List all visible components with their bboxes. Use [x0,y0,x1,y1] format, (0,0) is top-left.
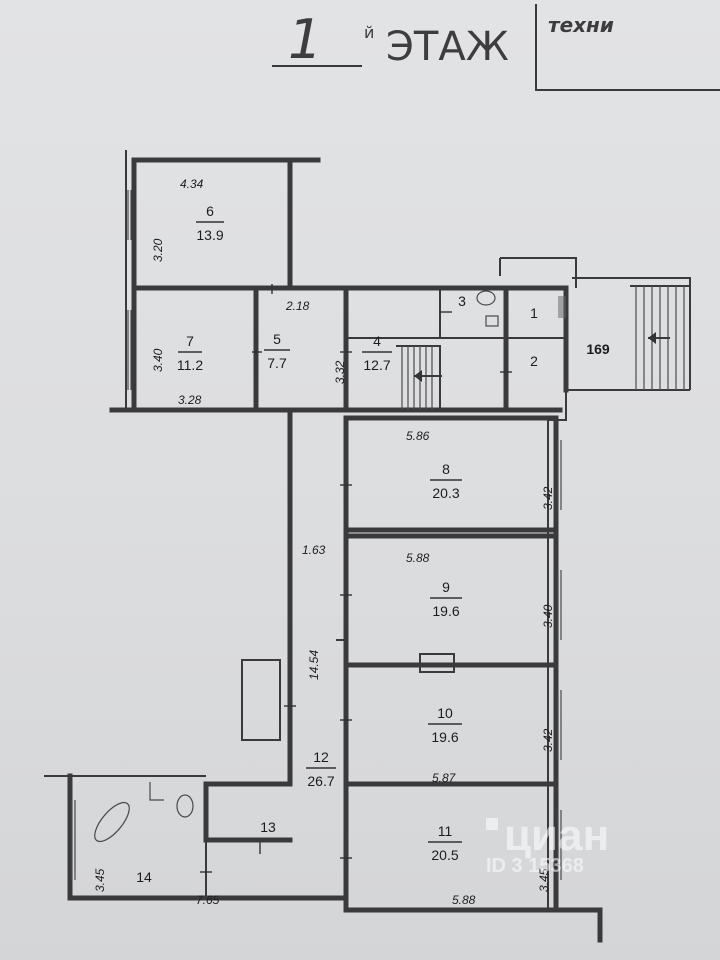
dim-room11-width: 5.88 [452,893,476,907]
dim-room12-width: 1.63 [302,543,326,557]
room-10-number: 10 [437,705,453,721]
room-11-area: 20.5 [431,847,458,863]
right-rooms-walls [336,415,559,913]
dim-room4-height: 3.32 [333,360,347,384]
dim-room8-width: 5.86 [406,429,430,443]
windows [71,190,562,880]
room-9-number: 9 [442,579,450,595]
room-5-number: 5 [273,331,281,347]
bathtub-icon [94,801,130,843]
watermark-id: ID 3 15368 [486,855,584,877]
dim-room6-height: 3.20 [151,238,165,262]
toilet-icon [476,290,496,306]
dim-room8-height: 3.42 [541,486,555,510]
fraction-lines [178,221,462,843]
room-12-number: 12 [313,749,329,765]
wc-fixtures [476,290,499,327]
room-12-area: 26.7 [307,773,334,789]
room-6-number: 6 [206,203,214,219]
room-10-area: 19.6 [431,729,458,745]
dim-room9-width: 5.88 [406,551,430,565]
room-8-area: 20.3 [432,485,459,501]
staircase-main [396,345,442,411]
dimension-labels: 4.34 3.20 3.40 3.28 2.18 3.32 5.86 3.42 … [93,177,555,907]
staircase-entrance [558,285,691,390]
dim-room6-width: 4.34 [180,177,204,191]
stamp-text: техни [548,13,614,37]
dim-room11-height: 3.45 [537,868,551,892]
dim-room7-width: 3.28 [178,393,202,407]
watermark-logo-icon [486,818,498,830]
room-2-number: 2 [530,353,538,369]
left-lower-walls [94,659,293,898]
room-7-area: 11.2 [177,357,203,373]
room-6-area: 13.9 [196,227,223,243]
room-4-area: 12.7 [363,357,390,373]
toilet-icon [176,794,194,818]
floor-number: 1 [288,8,322,71]
room-11-number: 11 [438,823,453,839]
room-9-area: 19.6 [432,603,459,619]
dim-room10-height: 3.42 [541,728,555,752]
door-markers [200,284,512,873]
room-labels: 6 13.9 7 11.2 5 7.7 4 12.7 3 1 2 169 8 2… [136,203,610,885]
watermark: циан ID 3 15368 [486,811,609,877]
dim-room5-width: 2.18 [285,299,310,313]
room-14-number: 14 [136,869,152,885]
dim-room14-height: 3.45 [93,868,107,892]
floor-suffix: й [364,23,374,42]
room-1-number: 1 [530,305,538,321]
room-4-number: 4 [373,333,381,349]
interior-walls [131,157,691,413]
room-7-number: 7 [186,333,194,349]
room-8-number: 8 [442,461,450,477]
dim-room12-height: 14.54 [307,650,321,680]
room-3-number: 3 [458,293,466,309]
room-13-number: 13 [260,819,276,835]
watermark-brand: циан [504,811,609,860]
room-5-area: 7.7 [267,355,287,371]
dim-room9-height: 3.40 [541,604,555,628]
floor-word: ЭТАЖ [386,24,509,70]
dim-room7-height: 3.40 [151,348,165,372]
stamp-box [535,4,720,91]
dim-room10-width: 5.87 [432,771,457,785]
room-169-number: 169 [586,341,610,357]
dim-room14-width: 7.65 [196,893,220,907]
